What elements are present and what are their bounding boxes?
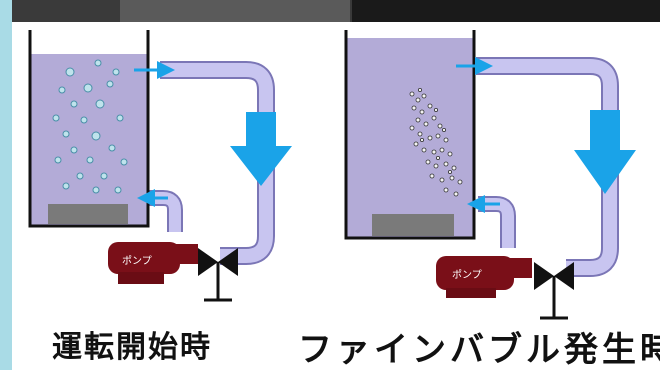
right-fine-bubbles — [409, 88, 463, 197]
right-diffuser — [372, 214, 454, 236]
left-down-arrow — [230, 112, 292, 186]
left-large-bubbles — [52, 59, 128, 194]
left-tank-wall — [28, 30, 150, 228]
photo-strip-top — [0, 0, 660, 22]
right-tank-water — [346, 38, 474, 238]
caption-start-of-operation: 運転開始時 — [52, 330, 212, 365]
left-pump: ポンプ — [108, 242, 198, 284]
left-panel: ポンプ — [28, 30, 292, 302]
right-valve — [534, 262, 574, 320]
left-pump-label: ポンプ — [122, 255, 152, 267]
right-down-arrow — [574, 110, 636, 194]
right-pump: ポンプ — [436, 256, 532, 298]
left-diffuser — [48, 204, 128, 224]
right-pump-label: ポンプ — [452, 269, 482, 281]
right-panel: ポンプ — [344, 30, 636, 320]
left-tank-water — [30, 54, 148, 226]
left-accent-strip — [0, 0, 12, 370]
right-tank-wall — [344, 30, 476, 240]
left-valve — [198, 248, 238, 302]
caption-fine-bubble-generation: ファインバブル発生時 — [298, 330, 660, 370]
